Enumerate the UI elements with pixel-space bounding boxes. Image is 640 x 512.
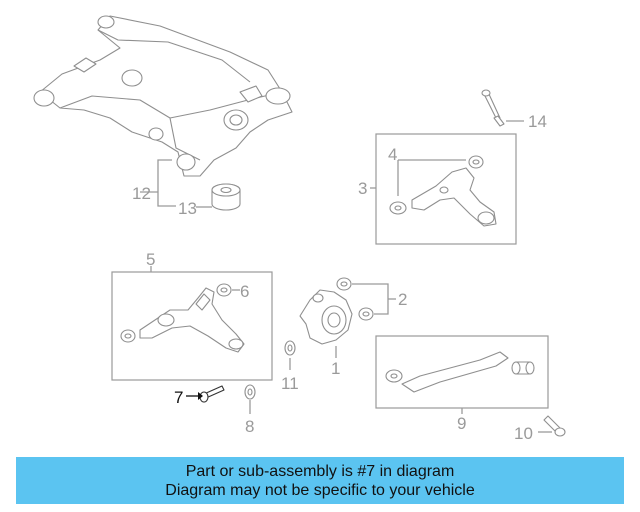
callout-6: 6 — [240, 282, 249, 301]
callout-9: 9 — [457, 414, 466, 433]
upper-arm-bushing-b[interactable] — [468, 155, 484, 169]
bolt-7[interactable] — [199, 385, 225, 403]
callout-8: 8 — [245, 417, 254, 436]
bolt-14[interactable] — [481, 89, 505, 127]
banner-line-1: Part or sub-assembly is #7 in diagram — [185, 462, 455, 480]
callout-14: 14 — [528, 112, 547, 131]
bolt-10[interactable] — [543, 415, 566, 437]
callout-12: 12 — [132, 184, 151, 203]
callout-7: 7 — [174, 388, 183, 407]
nut-8[interactable] — [244, 384, 256, 400]
upper-arm[interactable] — [411, 167, 497, 227]
callout-4: 4 — [388, 145, 397, 164]
knuckle-bushing-lower[interactable] — [358, 307, 374, 321]
rear-subframe[interactable] — [33, 15, 293, 177]
info-banner: Part or sub-assembly is #7 in diagram Di… — [16, 457, 624, 504]
knuckle-bushing-upper[interactable] — [336, 277, 352, 291]
callout-11: 11 — [281, 374, 299, 393]
callout-10: 10 — [514, 424, 533, 443]
callout-1: 1 — [331, 359, 340, 378]
banner-line-2: Diagram may not be specific to your vehi… — [165, 481, 475, 499]
bushing-6[interactable] — [216, 283, 232, 297]
callout-5: 5 — [146, 250, 155, 269]
washer-11[interactable] — [284, 340, 296, 356]
upper-arm-bushing[interactable] — [389, 201, 407, 215]
lower-arm-bushing[interactable] — [120, 329, 136, 343]
subframe-bushing-13[interactable] — [211, 183, 241, 211]
lateral-link-bushing[interactable] — [511, 361, 535, 375]
lower-arm-box — [111, 271, 273, 381]
parts-diagram: 12 13 14 3 4 5 6 — [33, 15, 566, 443]
lower-control-arm[interactable] — [139, 287, 245, 353]
knuckle[interactable] — [299, 289, 353, 345]
upper-arm-box — [375, 133, 517, 245]
callout-13: 13 — [178, 199, 197, 218]
callout-2: 2 — [398, 290, 407, 309]
callout-3: 3 — [358, 179, 367, 198]
lateral-link[interactable] — [385, 351, 509, 393]
